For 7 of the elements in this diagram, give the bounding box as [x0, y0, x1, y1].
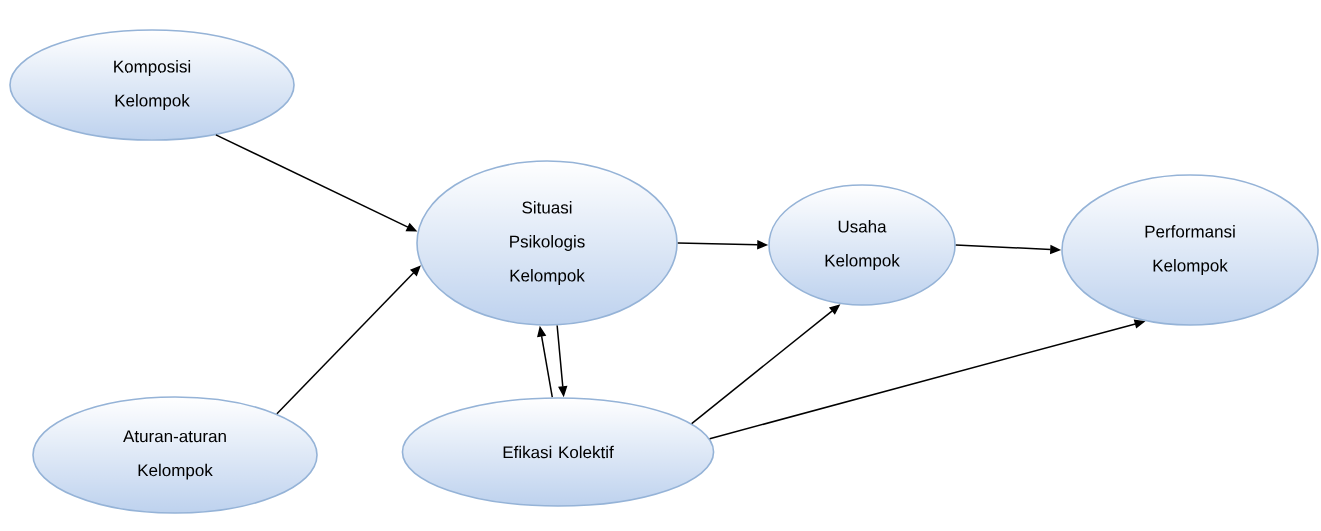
arrow [276, 265, 421, 415]
ellipse-node: Usaha Kelompok [768, 184, 956, 306]
ellipse-node: Efikasi Kolektif [401, 397, 715, 507]
ellipse-node: Komposisi Kelompok [9, 29, 295, 141]
ellipse-node: Situasi Psikologis Kelompok [416, 160, 678, 326]
ellipse-node: Performansi Kelompok [1061, 174, 1319, 326]
ellipse-node: Aturan-aturan Kelompok [32, 396, 318, 514]
